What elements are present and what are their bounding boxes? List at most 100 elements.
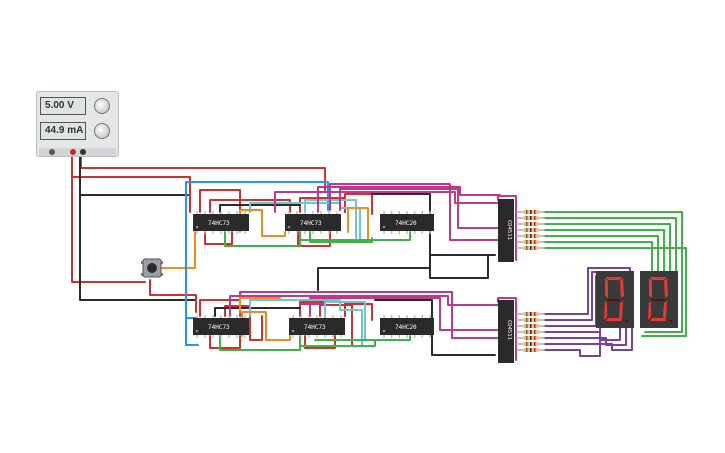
resistor-band <box>530 210 532 214</box>
resistor-band <box>534 228 536 232</box>
wire-black-bottom[interactable] <box>214 307 301 317</box>
power-supply[interactable]: 5.00 V 44.9 mA <box>36 91 119 157</box>
negative-terminal[interactable] <box>80 149 86 155</box>
resistor-band <box>530 318 532 322</box>
wire-power-red[interactable] <box>149 279 197 313</box>
display-decimal-point <box>625 319 629 323</box>
ic-74hc20-1[interactable]: 74HC20 <box>380 214 434 231</box>
wire-button[interactable] <box>157 231 196 269</box>
display-segment <box>607 299 621 301</box>
resistor-band <box>526 246 528 250</box>
ic-label: 74HC73 <box>208 324 230 331</box>
seven-segment-display-right[interactable] <box>640 271 678 328</box>
ic-74hc73-4[interactable]: 74HC73 <box>289 318 345 335</box>
wire-purple-seg[interactable] <box>544 271 603 321</box>
wire-magenta-top[interactable] <box>317 186 501 213</box>
resistor-band <box>526 312 528 316</box>
wire-lightblue-bottom[interactable] <box>324 301 366 341</box>
wire-black-mid[interactable] <box>317 231 431 291</box>
wire-black-top[interactable] <box>219 204 301 213</box>
display-segment <box>605 278 608 298</box>
resistor-band <box>530 216 532 220</box>
wire-purple-seg[interactable] <box>544 327 633 351</box>
wire-orange-bottom[interactable] <box>241 311 291 341</box>
seven-segment-display-left[interactable] <box>596 271 634 328</box>
display-segment <box>606 277 622 280</box>
wire-green-seg[interactable] <box>544 235 659 276</box>
display-segment <box>651 299 665 301</box>
wire-purple-seg[interactable] <box>544 267 599 315</box>
resistor-band <box>530 336 532 340</box>
wire-orange-bottom[interactable] <box>239 297 281 313</box>
wire-orange-top[interactable] <box>347 207 369 241</box>
wire-magenta-bottom[interactable] <box>229 295 499 317</box>
ic-label: 74HC73 <box>300 220 322 227</box>
ic-74hc73-1[interactable]: 74HC73 <box>193 214 249 231</box>
decoder-cd4511-2[interactable]: CD4511 <box>498 300 514 363</box>
push-button[interactable] <box>141 258 163 278</box>
wire-red-bottom[interactable] <box>209 335 241 349</box>
wire-power-red[interactable] <box>71 151 191 283</box>
wire-red-top[interactable] <box>204 231 233 245</box>
wire-power-red[interactable] <box>80 151 326 191</box>
wire-green-seg[interactable] <box>544 247 687 337</box>
wire-magenta-bottom[interactable] <box>299 303 326 319</box>
wire-green-bottom[interactable] <box>314 335 411 341</box>
display-segment <box>620 278 624 298</box>
resistor-band <box>530 234 532 238</box>
wire-green-bottom[interactable] <box>299 339 376 347</box>
resistor-band <box>530 312 532 316</box>
voltage-knob[interactable] <box>94 98 110 114</box>
wire-magenta-top[interactable] <box>329 183 499 241</box>
wire-red-bottom[interactable] <box>304 335 336 349</box>
wire-purple-seg[interactable] <box>544 327 601 357</box>
wire-green-bottom[interactable] <box>219 335 301 351</box>
wire-lightblue-bottom[interactable] <box>249 299 363 346</box>
current-knob[interactable] <box>94 123 110 139</box>
resistor-band <box>530 240 532 244</box>
display-segment <box>663 301 667 320</box>
resistor-band <box>526 330 528 334</box>
wire-purple-seg[interactable] <box>591 267 631 273</box>
decoder-cd4511-1[interactable]: CD4511 <box>498 199 514 262</box>
wire-red-bottom[interactable] <box>319 304 353 346</box>
resistor-band <box>530 348 532 352</box>
wire-green-seg[interactable] <box>544 211 683 333</box>
positive-terminal[interactable] <box>70 149 76 155</box>
ic-74hc73-2[interactable]: 74HC73 <box>285 214 341 231</box>
wire-magenta-top[interactable] <box>339 188 499 229</box>
wire-green-seg[interactable] <box>544 241 653 271</box>
wire-magenta-dec[interactable] <box>497 195 517 261</box>
ground-terminal[interactable] <box>49 149 55 155</box>
resistor-band <box>530 330 532 334</box>
resistor-band <box>534 234 536 238</box>
ic-74hc20-2[interactable]: 74HC20 <box>380 318 434 335</box>
resistor-band <box>534 312 536 316</box>
resistor-band <box>530 222 532 226</box>
resistor-band <box>526 240 528 244</box>
resistor-bank-bottom[interactable] <box>516 312 545 352</box>
wire-purple-seg[interactable] <box>544 327 627 346</box>
wire-green-top[interactable] <box>299 231 411 241</box>
resistor-band <box>534 336 536 340</box>
ic-74hc73-3[interactable]: 74HC73 <box>193 318 249 335</box>
resistor-band <box>534 216 536 220</box>
wire-black-mid[interactable] <box>429 254 489 279</box>
resistor-band <box>526 318 528 322</box>
resistor-bank-top[interactable] <box>516 210 545 250</box>
wire-power-black[interactable] <box>79 151 196 301</box>
resistor-band <box>526 342 528 346</box>
resistor-band <box>534 330 536 334</box>
wire-green-seg[interactable] <box>544 229 665 281</box>
wire-magenta-top[interactable] <box>274 191 499 213</box>
wire-blue[interactable] <box>185 181 329 346</box>
resistor-band <box>526 216 528 220</box>
wire-red-bottom[interactable] <box>344 303 373 321</box>
ic-label: 74HC73 <box>304 324 326 331</box>
wire-orange-top[interactable] <box>239 209 286 237</box>
wire-red-top[interactable] <box>344 193 373 215</box>
display-decimal-point <box>669 319 673 323</box>
display-segment <box>650 277 666 280</box>
wire-blue-bottom[interactable] <box>185 317 197 346</box>
